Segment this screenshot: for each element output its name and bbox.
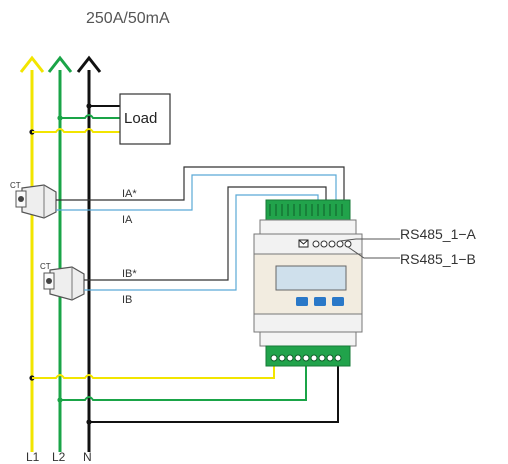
rs485-leaders	[339, 238, 400, 259]
meter-device	[253, 199, 363, 367]
n-label: N	[83, 450, 92, 464]
load-wiring	[29, 93, 171, 145]
button-set[interactable]	[296, 297, 308, 306]
envelope-icon	[298, 239, 309, 248]
ct-b	[43, 266, 85, 301]
diagram-title: 250A/50mA	[86, 10, 170, 27]
ib-star-label: IB*	[122, 268, 137, 280]
ia-star-label: IA*	[122, 188, 137, 200]
ct-b-label: CT	[40, 262, 51, 271]
rs485-terminals	[312, 240, 352, 248]
ia-label: IA	[122, 214, 133, 226]
button-enter[interactable]	[332, 297, 344, 306]
ib-label: IB	[122, 294, 133, 306]
conductor-l2	[47, 55, 73, 452]
voltage-wiring	[29, 364, 339, 425]
ct-a-label: CT	[10, 181, 21, 190]
conductor-n	[76, 55, 102, 452]
ct-a	[15, 184, 57, 219]
conductor-l1	[19, 55, 45, 452]
load-box	[119, 93, 171, 145]
arrow-up-icon	[47, 55, 73, 73]
arrow-up-icon	[76, 55, 102, 73]
top-terminal-block	[265, 199, 351, 221]
l2-label: L2	[52, 450, 66, 464]
l1-label: L1	[26, 450, 40, 464]
button-up[interactable]	[314, 297, 326, 306]
rs485-b-label: RS485_1−B	[400, 251, 476, 267]
ct-signal-wires	[56, 166, 345, 291]
lcd-screen	[275, 265, 347, 291]
arrow-up-icon	[19, 55, 45, 73]
rs485-a-label: RS485_1−A	[400, 226, 476, 242]
load-label: Load	[124, 110, 158, 127]
